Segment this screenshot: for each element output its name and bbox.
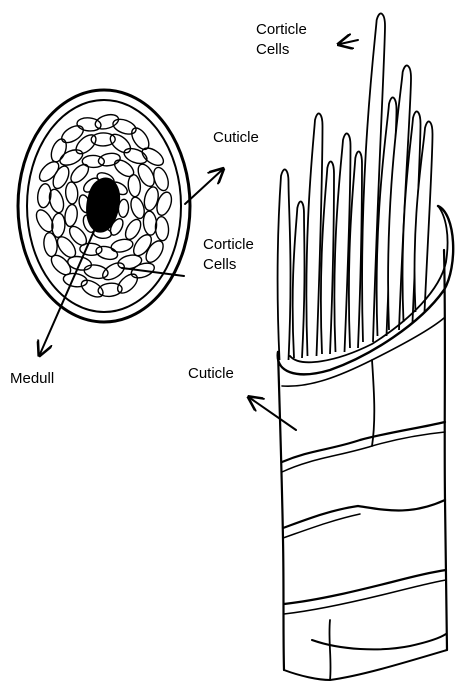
label-medulla: Medull (10, 369, 54, 389)
corticle-fibres (278, 13, 433, 360)
corticle-fibre (293, 201, 305, 358)
shaft-left-edge (278, 352, 284, 670)
cortex-cell (36, 158, 62, 184)
label-corticle-cells-cross-section: Corticle Cells (203, 235, 254, 275)
cortex-cell (114, 271, 140, 297)
label-cuticle-cross-section: Cuticle (213, 128, 259, 148)
shaft-seam-2 (329, 620, 330, 680)
corticle-fibre (321, 161, 334, 354)
cortex-cell (48, 137, 69, 164)
cuticle-scale-3b (284, 580, 446, 614)
cortex-cell (95, 244, 119, 261)
arrow-cuticle-cross-section (185, 170, 222, 204)
cortex-cell (127, 174, 141, 197)
label-corticle-cross-line2: Cells (203, 255, 254, 275)
cortex-cell (83, 263, 109, 280)
cortex-cell (112, 157, 137, 180)
cortex-cell (142, 186, 160, 212)
label-cuticle-shaft: Cuticle (188, 364, 234, 384)
cuticle-scale-2 (283, 500, 445, 528)
cortex-cell (151, 166, 171, 193)
cortex-cell (110, 237, 134, 253)
arrow-medulla (40, 222, 98, 354)
cortex-cell (79, 277, 106, 301)
corticle-fibre (334, 133, 350, 352)
cortex-cell (59, 122, 86, 146)
cortex-cell (43, 232, 59, 257)
cortex-cell (64, 204, 79, 228)
cuticle-scale-4 (312, 634, 446, 649)
label-top-corticle-line2: Cells (256, 40, 307, 60)
shaft-bottom-edge (284, 650, 447, 680)
medulla-core (86, 177, 120, 232)
label-corticle-cross-line1: Corticle (203, 235, 254, 255)
cortex-cell (139, 145, 166, 169)
label-top-corticle-cells: Corticle Cells (256, 20, 307, 60)
arrow-top-corticle (340, 40, 358, 44)
cortex-cell (65, 182, 79, 205)
label-top-corticle-line1: Corticle (256, 20, 307, 40)
corticle-fibre (278, 169, 291, 360)
shaft-right-edge (444, 250, 447, 650)
cuticle-scale-2b (283, 514, 360, 538)
cuticle-scale-1 (282, 422, 445, 462)
arrow-cuticle-shaft (250, 398, 296, 430)
corticle-fibre (306, 113, 322, 356)
hair-cross-section (18, 90, 190, 322)
shaft-seam-1 (372, 360, 374, 446)
hair-shaft (278, 13, 454, 680)
cortex-cell (154, 190, 174, 217)
